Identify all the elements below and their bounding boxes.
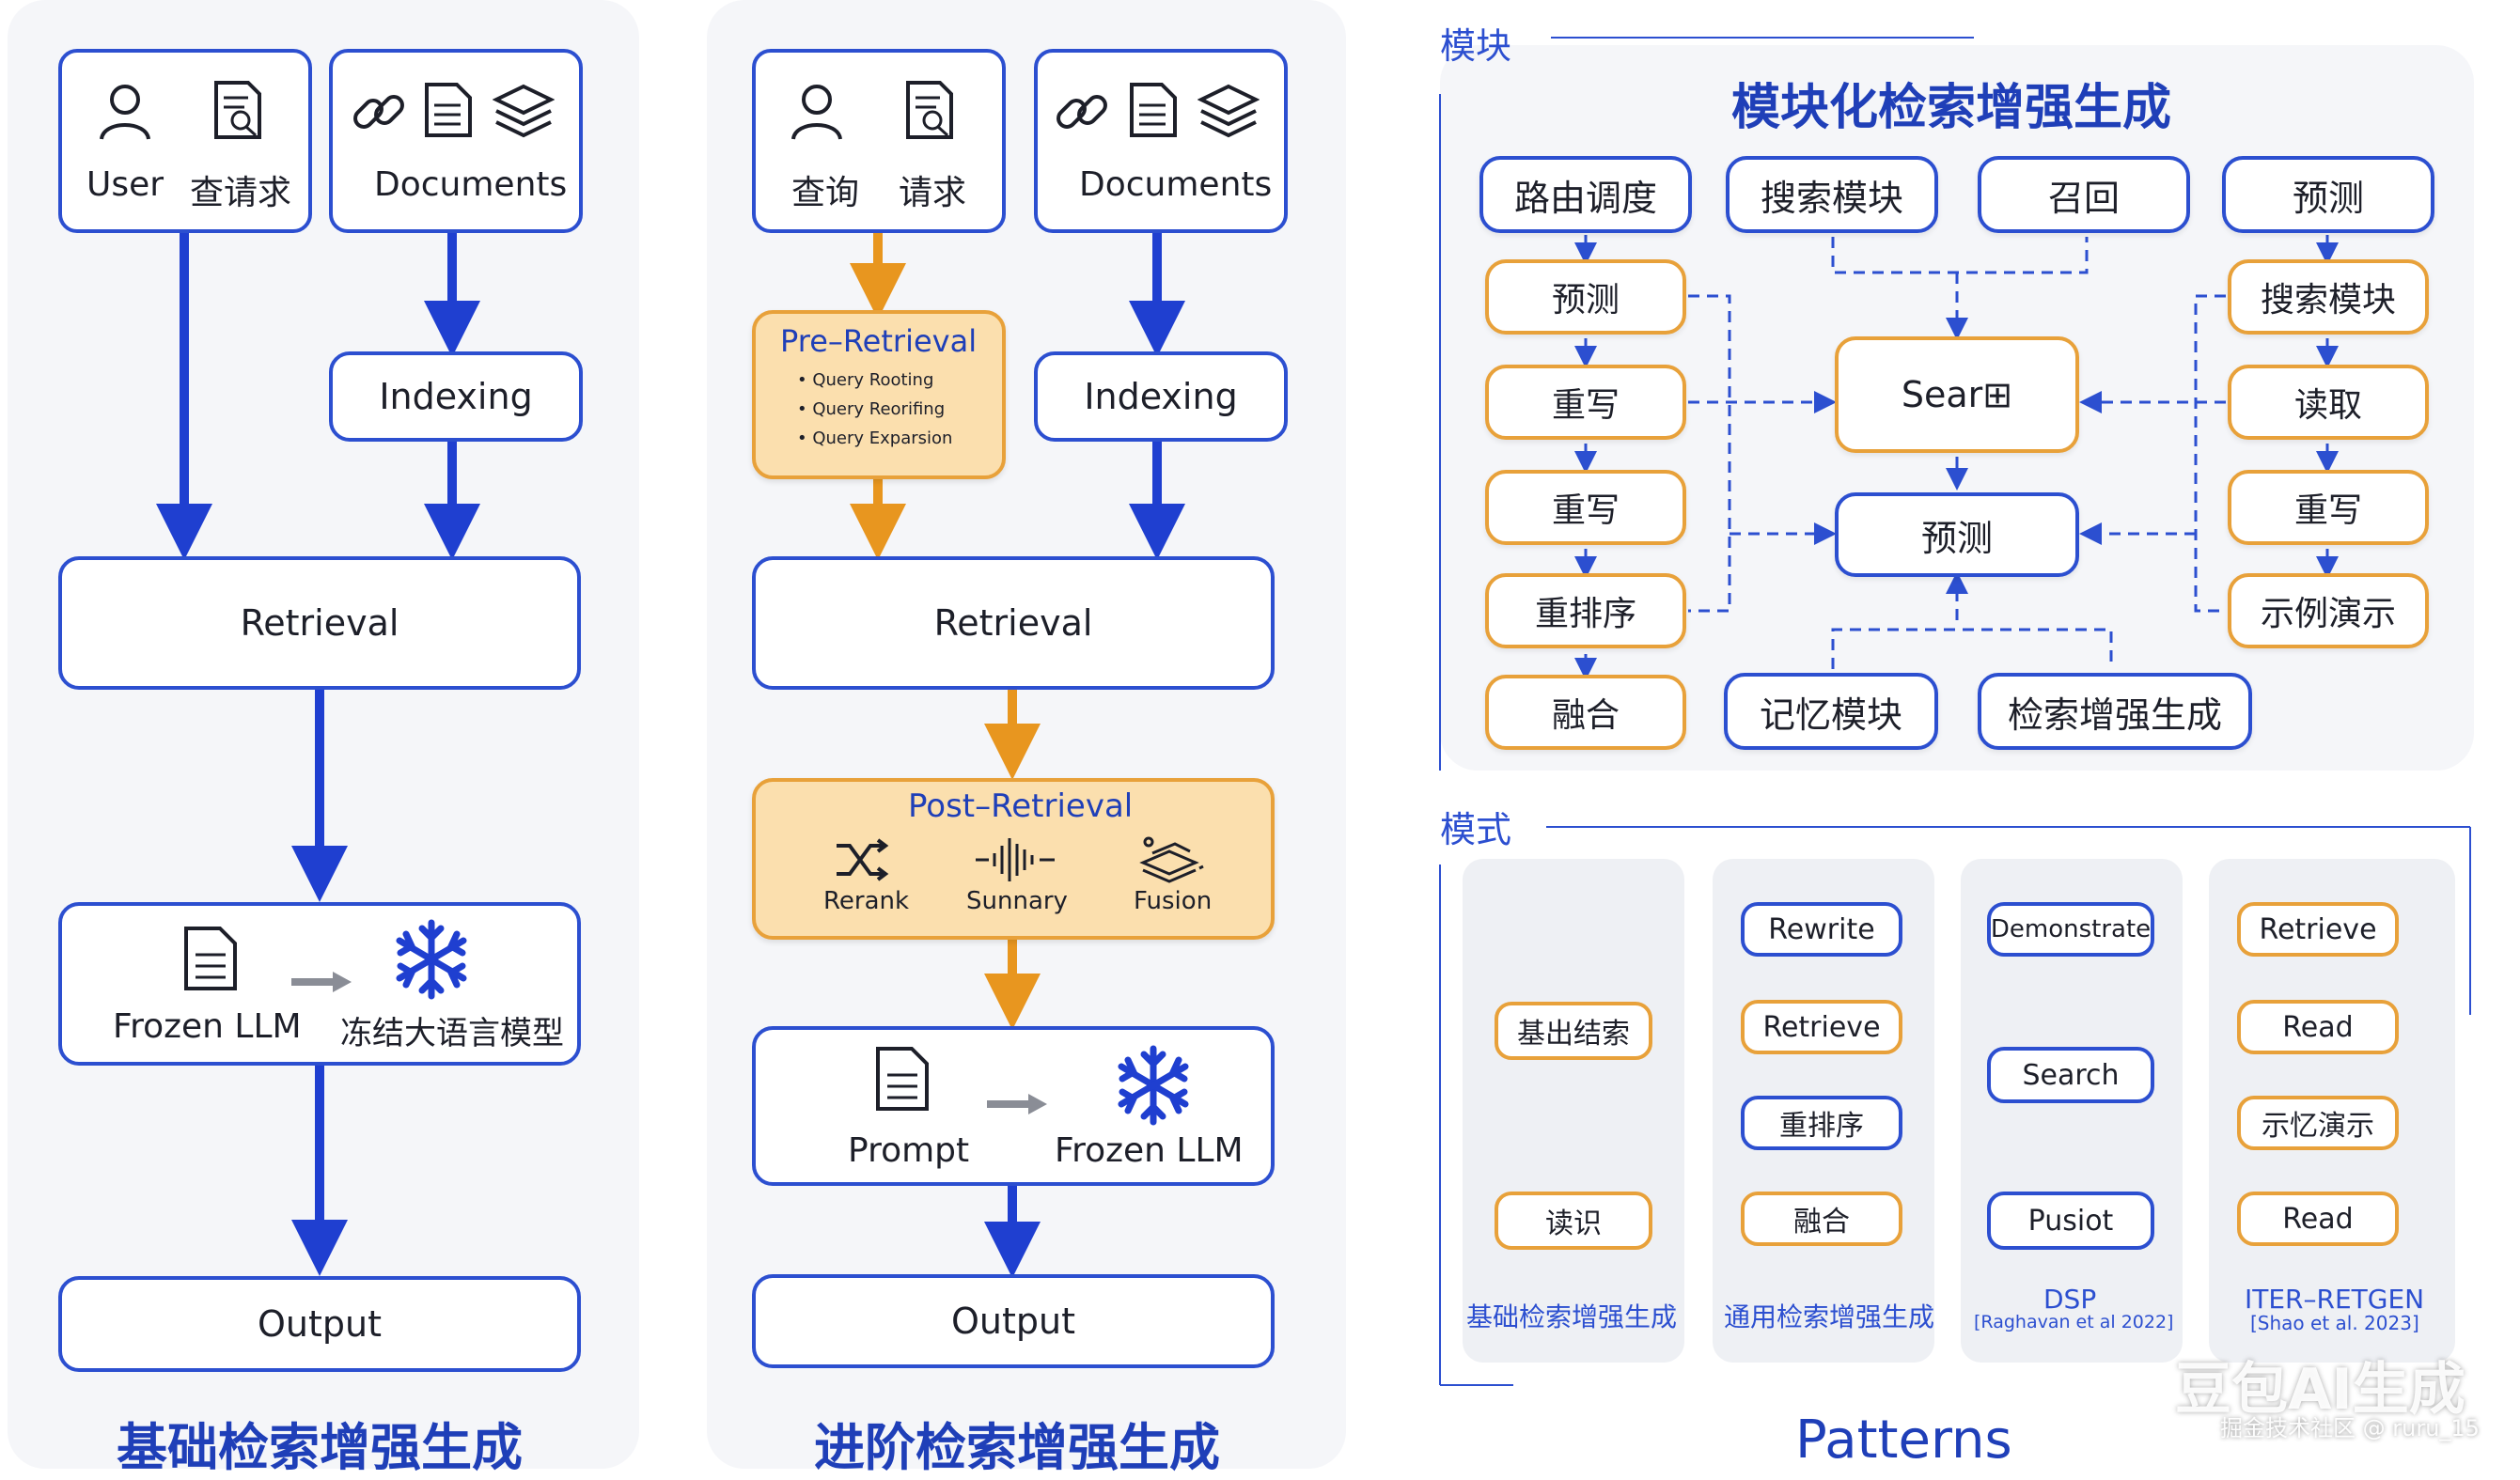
- memory-module: 记忆模块: [1724, 673, 1938, 750]
- query-document-icon: [211, 79, 267, 145]
- pattern-step: Retrieve: [1741, 1000, 1902, 1054]
- user-query-box: [58, 49, 312, 233]
- query-document-icon: [902, 79, 959, 145]
- frozen-llm-cn-label: 冻结大语言模型: [340, 1015, 564, 1052]
- predict-module: 预测: [2222, 156, 2434, 233]
- search-module: 搜索模块: [1726, 156, 1938, 233]
- frozen-llm-label: Frozen LLM: [1055, 1131, 1244, 1170]
- pre-retrieval-item: • Query Exparsion: [797, 428, 953, 448]
- pattern-caption: 通用检索增强生成: [1724, 1301, 1935, 1332]
- rerank-label: Rerank: [823, 887, 910, 915]
- right-module-demonstrate: 示例演示: [2228, 573, 2429, 648]
- left-module-predict: 预测: [1485, 259, 1686, 335]
- pre-retrieval-title: Pre–Retrieval: [780, 323, 978, 359]
- arrow-right-icon: [985, 1090, 1049, 1122]
- left-module-fusion: 融合: [1485, 675, 1686, 750]
- watermark-sub: 掘金技术社区 @ ruru_15: [2220, 1415, 2480, 1441]
- output-box: Output: [58, 1276, 581, 1372]
- prompt-label: Prompt: [848, 1131, 970, 1170]
- arrow-right-icon: [290, 968, 353, 1000]
- layers-icon: [1197, 81, 1260, 143]
- rag-module: 检索增强生成: [1978, 673, 2252, 750]
- left-module-rerank: 重排序: [1485, 573, 1686, 648]
- center-predict-module: 预测: [1835, 492, 2079, 577]
- query-request-box: [752, 49, 1006, 233]
- fusion-stack-icon: [1134, 834, 1205, 891]
- pattern-citation: [Raghavan et al 2022]: [1974, 1312, 2174, 1332]
- shuffle-icon: [833, 836, 889, 887]
- output-box: Output: [752, 1274, 1275, 1368]
- pre-retrieval-item: • Query Reorifing: [797, 399, 946, 419]
- pattern-step: Retrieve: [2237, 902, 2399, 957]
- waveform-icon: [974, 834, 1058, 889]
- left-module-rewrite: 重写: [1485, 470, 1686, 545]
- query-label: 查询: [791, 174, 860, 212]
- pattern-caption: 基础检索增强生成: [1466, 1301, 1678, 1332]
- pattern-step: 融合: [1741, 1192, 1902, 1246]
- naive-rag-title: 基础检索增强生成: [117, 1418, 523, 1477]
- routing-module: 路由调度: [1479, 156, 1692, 233]
- pattern-step: 基出结索: [1495, 1002, 1652, 1060]
- snowflake-icon: [389, 917, 474, 1005]
- right-module-search: 搜索模块: [2228, 259, 2429, 335]
- advanced-rag-title: 进阶检索增强生成: [814, 1418, 1220, 1477]
- pattern-step: Read: [2237, 1192, 2399, 1246]
- module-section-label: 模块: [1440, 25, 1512, 67]
- document-icon: [423, 81, 474, 143]
- request-label: 请求: [899, 174, 967, 212]
- pattern-step: 重排序: [1741, 1096, 1902, 1150]
- pattern-citation: [Shao et al. 2023]: [2250, 1312, 2419, 1334]
- pattern-step: Rewrite: [1741, 902, 1902, 957]
- pattern-caption: DSP: [2043, 1284, 2097, 1315]
- pre-retrieval-item: • Query Rooting: [797, 370, 934, 390]
- user-icon: [786, 79, 848, 145]
- documents-box: [1034, 49, 1288, 233]
- layers-icon: [492, 81, 556, 143]
- center-search-module: Sear⊞: [1835, 336, 2079, 453]
- pattern-card-naive: [1463, 859, 1684, 1363]
- right-module-rewrite: 重写: [2228, 470, 2429, 545]
- pattern-step: 示忆演示: [2237, 1096, 2399, 1150]
- patterns-title: Patterns: [1795, 1410, 2012, 1471]
- post-retrieval-box: [752, 778, 1275, 940]
- pattern-step: Search: [1987, 1047, 2154, 1103]
- right-module-read: 读取: [2228, 365, 2429, 440]
- pattern-caption: ITER–RETGEN: [2245, 1284, 2425, 1315]
- watermark-main: 豆包AI生成: [2175, 1357, 2465, 1423]
- link-icon: [1053, 83, 1111, 145]
- indexing-box: Indexing: [329, 351, 583, 442]
- user-label: User: [86, 165, 164, 204]
- document-icon: [1128, 81, 1179, 143]
- pattern-step: Pusiot: [1987, 1192, 2154, 1250]
- retrieval-box: Retrieval: [58, 556, 581, 690]
- pattern-step: 读识: [1495, 1192, 1652, 1250]
- pattern-section-label: 模式: [1440, 809, 1512, 850]
- post-retrieval-title: Post–Retrieval: [908, 787, 1134, 825]
- summary-label: Sunnary: [966, 887, 1068, 915]
- pattern-step: Demonstrate: [1987, 902, 2154, 957]
- indexing-box: Indexing: [1034, 351, 1288, 442]
- pre-retrieval-box: [752, 310, 1006, 479]
- left-module-rewrite: 重写: [1485, 365, 1686, 440]
- user-icon: [94, 79, 156, 145]
- documents-box: [329, 49, 583, 233]
- modular-rag-title: 模块化检索增强生成: [1731, 80, 2172, 136]
- documents-label: Documents: [1079, 165, 1273, 204]
- query-label: 查请求: [190, 174, 292, 212]
- frozen-llm-label: Frozen LLM: [113, 1007, 302, 1046]
- recall-module: 召回: [1978, 156, 2190, 233]
- retrieval-box: Retrieval: [752, 556, 1275, 690]
- snowflake-icon: [1111, 1043, 1196, 1131]
- documents-label: Documents: [374, 165, 568, 204]
- document-icon: [182, 925, 241, 996]
- pattern-step: Read: [2237, 1000, 2399, 1054]
- fusion-label: Fusion: [1134, 887, 1213, 915]
- link-icon: [350, 83, 408, 145]
- document-icon: [874, 1045, 932, 1116]
